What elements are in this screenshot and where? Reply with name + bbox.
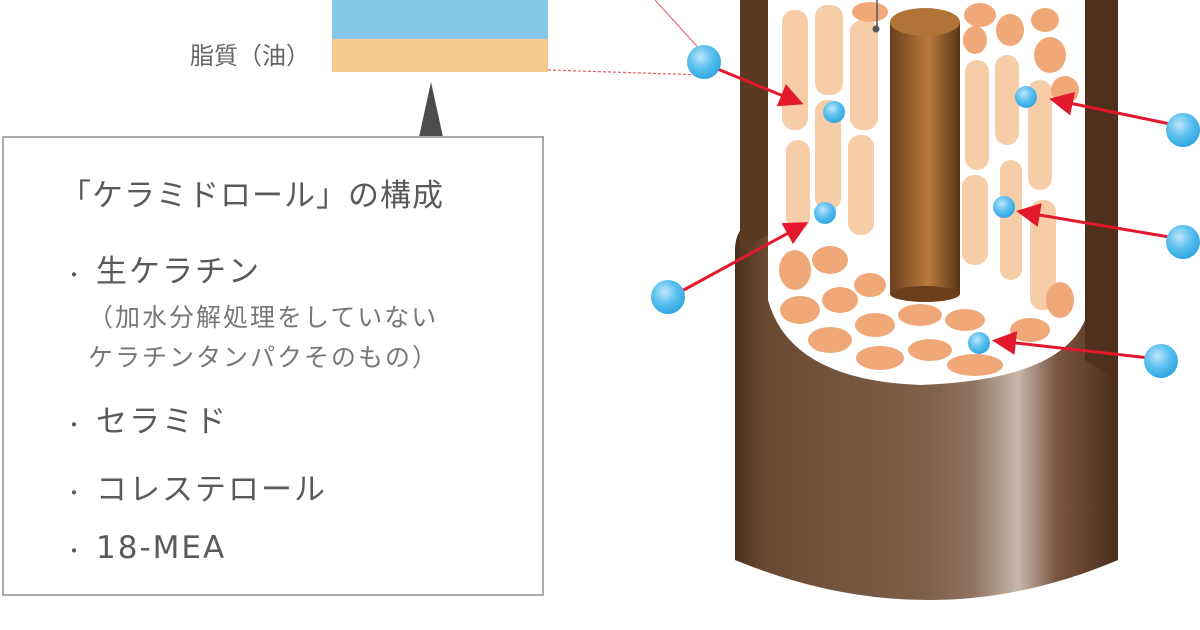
list-item: ・生ケラチン	[64, 246, 261, 291]
callout-lines	[547, 0, 706, 76]
cortex-cells	[782, 5, 1056, 310]
composition-box: 「ケラミドロール」の構成 ・生ケラチン （加水分解処理をしていない ケラチンタン…	[2, 136, 544, 596]
list-item: ・ 18-MEA	[64, 530, 226, 566]
item-label: コレステロール	[96, 472, 327, 508]
medulla	[890, 8, 960, 302]
bullet-icon: ・	[64, 539, 86, 563]
bullet-icon: ・	[64, 263, 86, 287]
item-label: セラミド	[96, 404, 228, 440]
lipid-label: 脂質（油）	[190, 42, 310, 70]
sub-note-line: ケラチンタンパクそのもの）	[88, 343, 440, 372]
oil-layer-swatch	[332, 39, 548, 72]
list-item: ・コレステロール	[64, 464, 327, 509]
molecules-outside	[651, 45, 1200, 378]
item-label: 生ケラチン	[96, 254, 261, 290]
composition-title: 「ケラミドロール」の構成	[60, 178, 444, 214]
penetration-arrows	[679, 66, 1176, 360]
bullet-icon: ・	[64, 481, 86, 505]
item-label: 18-MEA	[96, 530, 227, 566]
hair-layer-legend	[332, 0, 548, 72]
cortex-cells-oval	[779, 2, 1079, 376]
pin-marker	[872, 0, 880, 33]
water-layer-swatch	[332, 0, 548, 39]
pointer-triangle-icon	[419, 82, 443, 137]
bullet-icon: ・	[64, 413, 86, 437]
list-item: ・セラミド	[64, 396, 228, 441]
molecules-inside	[814, 86, 1037, 354]
sub-note-line: （加水分解処理をしていない	[88, 303, 439, 332]
